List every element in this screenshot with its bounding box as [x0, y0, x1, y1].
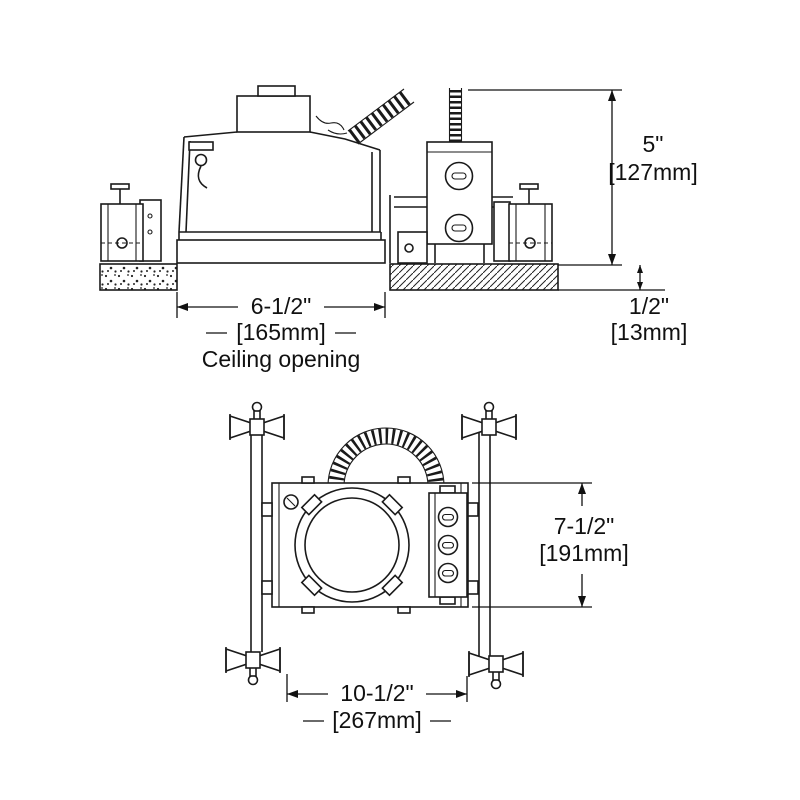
- plan-view: [225, 401, 524, 690]
- dim-height-5in: 5" [127mm]: [468, 89, 698, 266]
- junction-box-plan: [428, 485, 468, 605]
- dim-opening-mm: [165mm]: [236, 319, 325, 345]
- dim-width-inches: 10-1/2": [340, 680, 413, 706]
- dim-width-mm: [267mm]: [332, 707, 421, 733]
- dim-thickness-inches: 1/2": [629, 293, 669, 319]
- can-opening: [294, 487, 410, 603]
- butterfly-bracket-bottom-right: [468, 650, 524, 690]
- dim-depth-inches: 7-1/2": [554, 513, 615, 539]
- left-mounting-bracket: [100, 183, 162, 262]
- butterfly-bracket-top-left: [229, 401, 285, 441]
- flex-conduit-icon: [347, 88, 415, 145]
- dim-opening-caption: Ceiling opening: [202, 346, 361, 372]
- dim-ceiling-thickness: 1/2" [13mm]: [558, 265, 687, 345]
- threaded-rod-icon: [448, 88, 463, 142]
- junction-box-side: [426, 141, 493, 245]
- ceiling-section-right: [389, 263, 559, 291]
- box-support-bracket: [389, 195, 485, 264]
- housing-can: [176, 85, 386, 264]
- dim-ceiling-opening: 6-1/2" [165mm] Ceiling opening: [176, 292, 386, 372]
- thermal-switch: [283, 494, 299, 510]
- butterfly-bracket-bottom-left: [225, 646, 281, 686]
- ceiling-section-left: [99, 263, 178, 291]
- dim-height-inches: 5": [643, 131, 664, 157]
- right-mounting-bracket: [493, 183, 553, 262]
- dim-thickness-mm: [13mm]: [611, 319, 688, 345]
- side-view: [99, 85, 559, 291]
- dim-depth: 7-1/2" [191mm]: [472, 482, 629, 608]
- dim-opening-inches: 6-1/2": [251, 293, 312, 319]
- dim-depth-mm: [191mm]: [539, 540, 628, 566]
- flex-conduit-plan-icon: [327, 427, 445, 487]
- dim-height-mm: [127mm]: [608, 159, 697, 185]
- butterfly-bracket-top-right: [461, 401, 517, 441]
- hanger-bar-right-plan: [478, 430, 491, 656]
- dim-width: 10-1/2" [267mm]: [286, 674, 468, 733]
- hanger-bar-left-plan: [250, 430, 263, 652]
